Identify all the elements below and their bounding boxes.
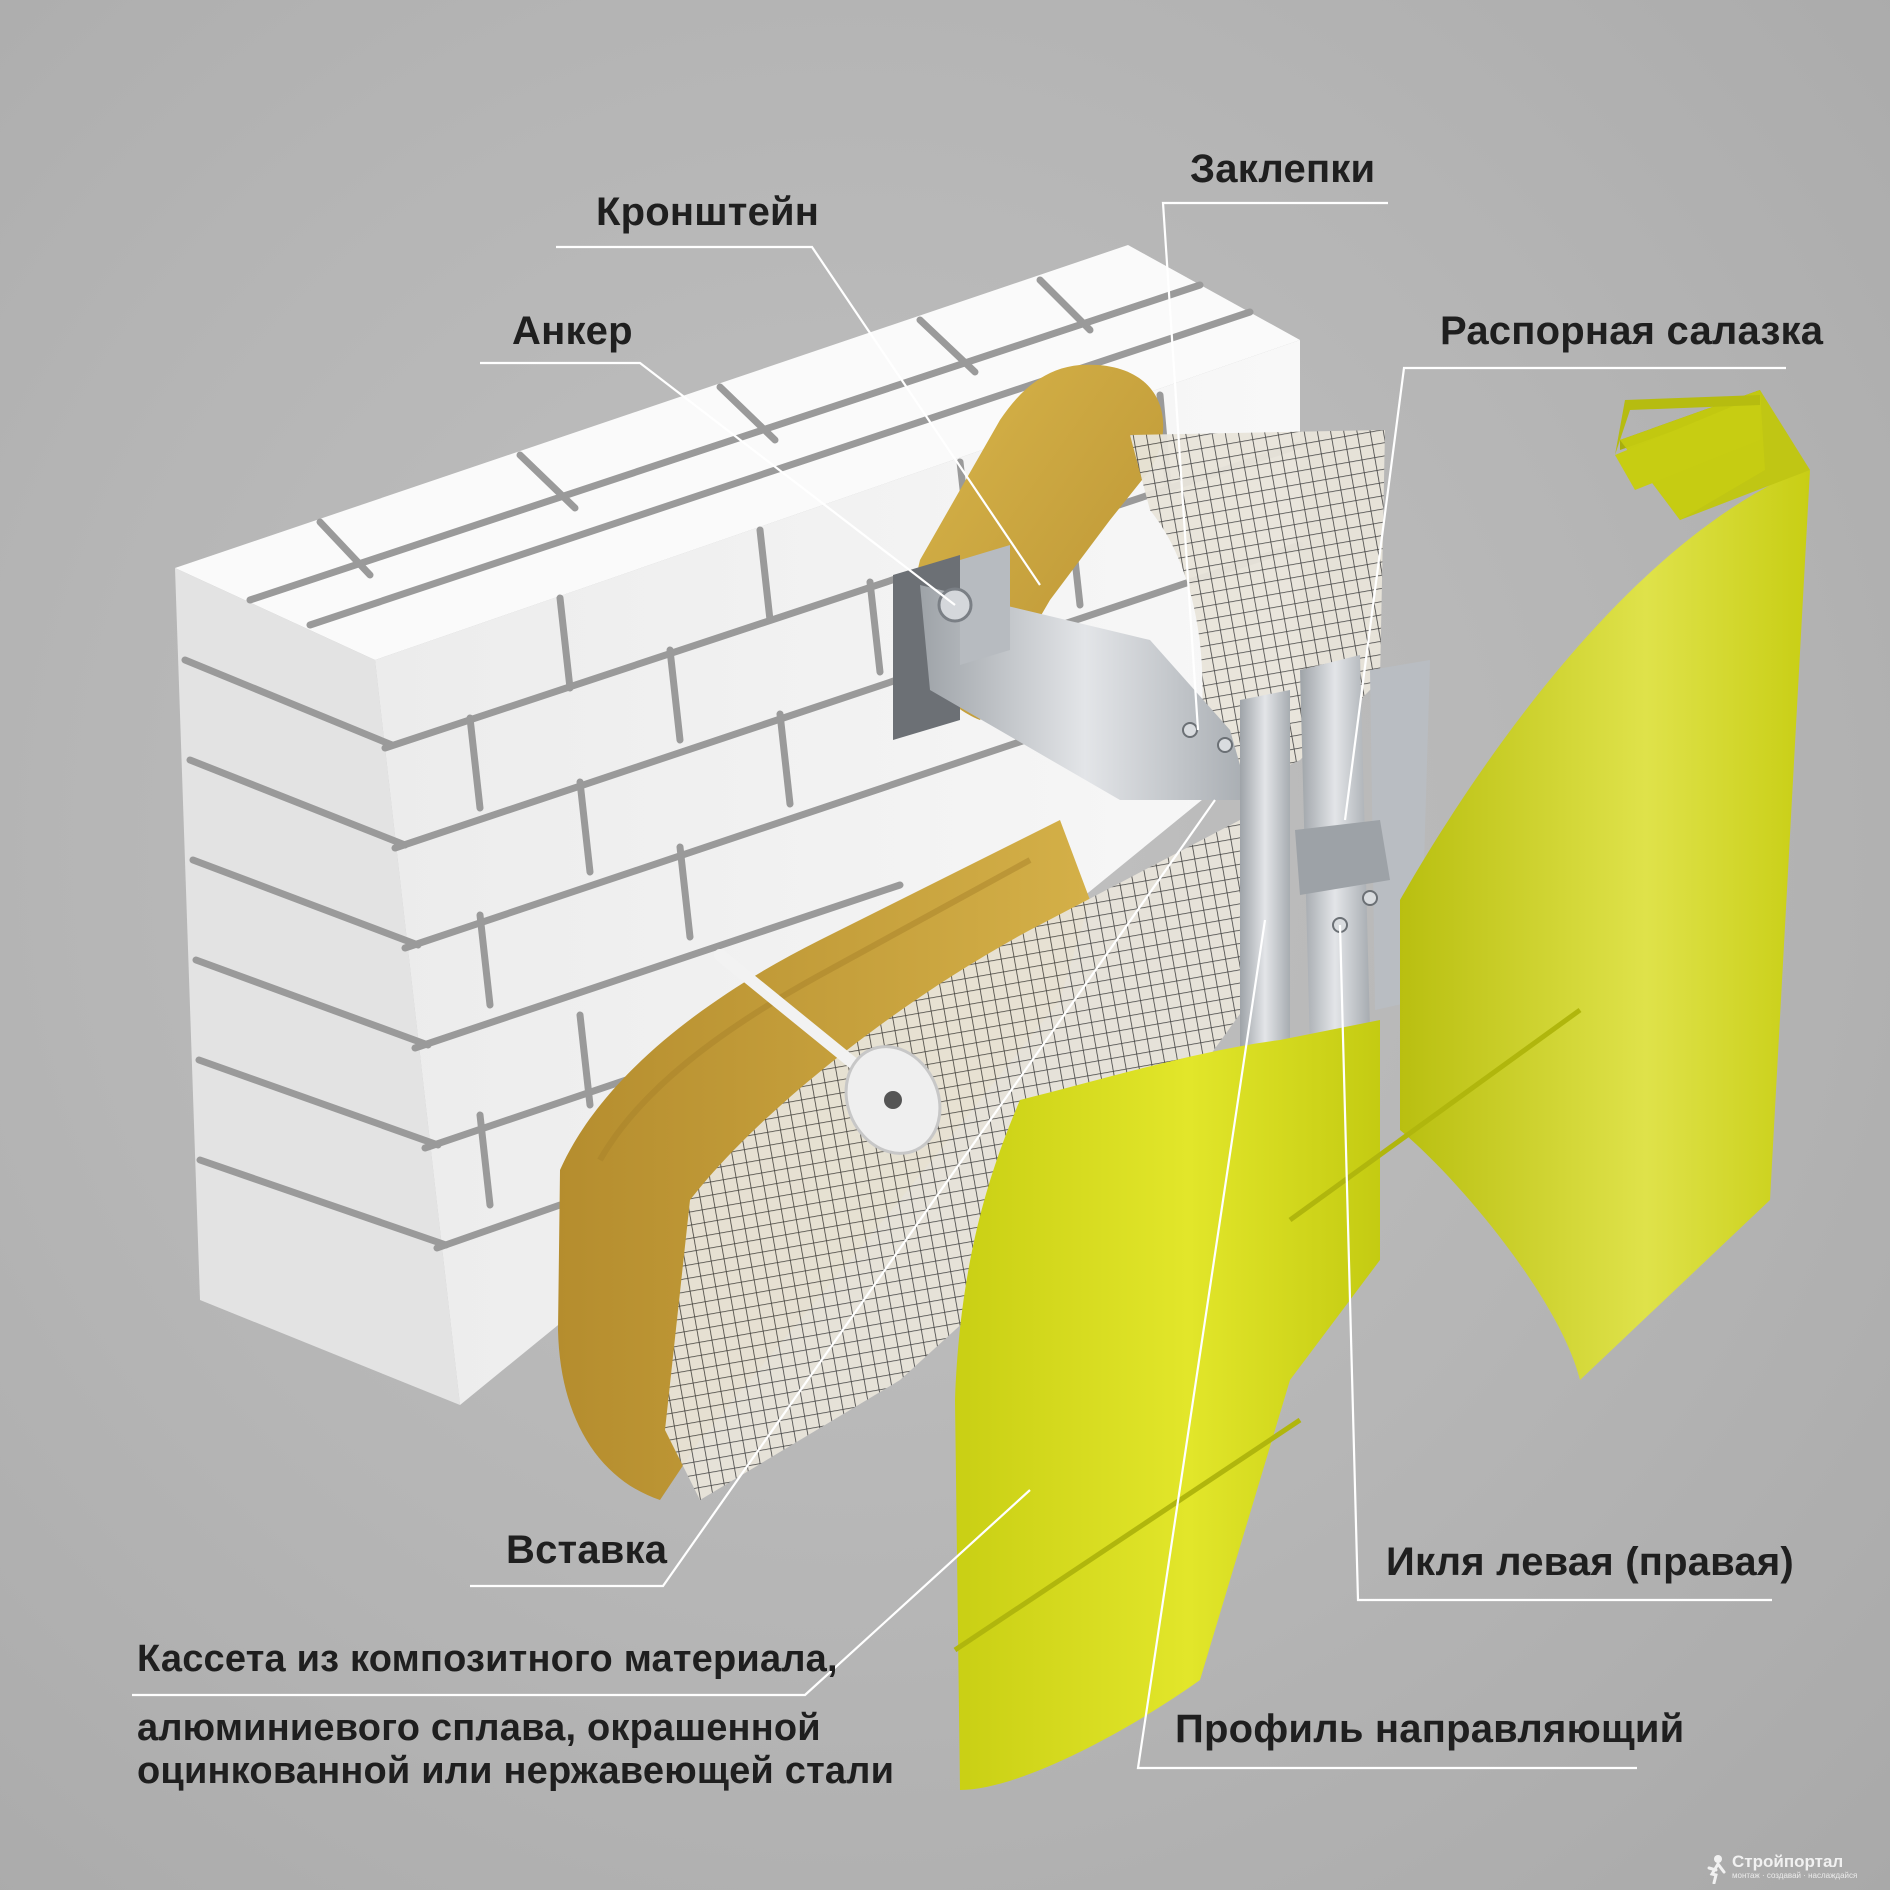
label-fang: Икля левая (правая)	[1386, 1540, 1794, 1584]
leader-rivets	[1161, 201, 1388, 731]
cassette-clip	[1615, 395, 1760, 490]
label-anchor: Анкер	[512, 309, 633, 353]
leader-anchor	[480, 361, 956, 606]
watermark-tagline: монтаж · создавай · наслаждайся	[1732, 1871, 1858, 1880]
label-rivets: Заклепки	[1190, 147, 1376, 191]
spacer-slide-part	[1295, 820, 1390, 895]
mesh-lower	[665, 820, 1250, 1500]
leader-insert	[470, 799, 1216, 1588]
cassette-clip-fold	[1615, 395, 1760, 455]
cassette-front	[955, 1020, 1380, 1790]
brick-wall-left-side	[175, 568, 460, 1405]
rivet	[1362, 890, 1378, 906]
insulation-dowel	[714, 949, 942, 1155]
label-spacer-slide: Распорная салазка	[1440, 309, 1824, 353]
leader-cassette	[132, 1489, 1031, 1697]
label-bracket: Кронштейн	[596, 190, 820, 234]
facade-cassettes	[953, 390, 1810, 1790]
watermark-name: Стройпортал	[1732, 1852, 1844, 1871]
label-cassette-line2: алюминиевого сплава, окрашенной	[137, 1707, 821, 1749]
label-cassette-line3: оцинкованной или нержавеющей стали	[137, 1750, 895, 1792]
watermark-logo: Стройпортал монтаж · создавай · наслажда…	[1706, 1852, 1886, 1888]
label-insert: Вставка	[506, 1528, 668, 1572]
label-guide-profile: Профиль направляющий	[1175, 1707, 1685, 1751]
cassette-rear	[1400, 470, 1810, 1380]
watermark-figure-icon	[1707, 1855, 1726, 1884]
label-cassette-line1: Кассета из композитного материала,	[137, 1638, 838, 1680]
leader-fang	[1338, 924, 1772, 1602]
leader-lines	[132, 201, 1786, 1770]
leader-bracket	[556, 245, 1041, 586]
leader-guide-profile	[1136, 919, 1637, 1770]
leader-spacer-slide	[1343, 366, 1786, 821]
rivet	[1217, 737, 1233, 753]
rivet	[1182, 722, 1198, 738]
bracket-flange	[960, 545, 1010, 665]
